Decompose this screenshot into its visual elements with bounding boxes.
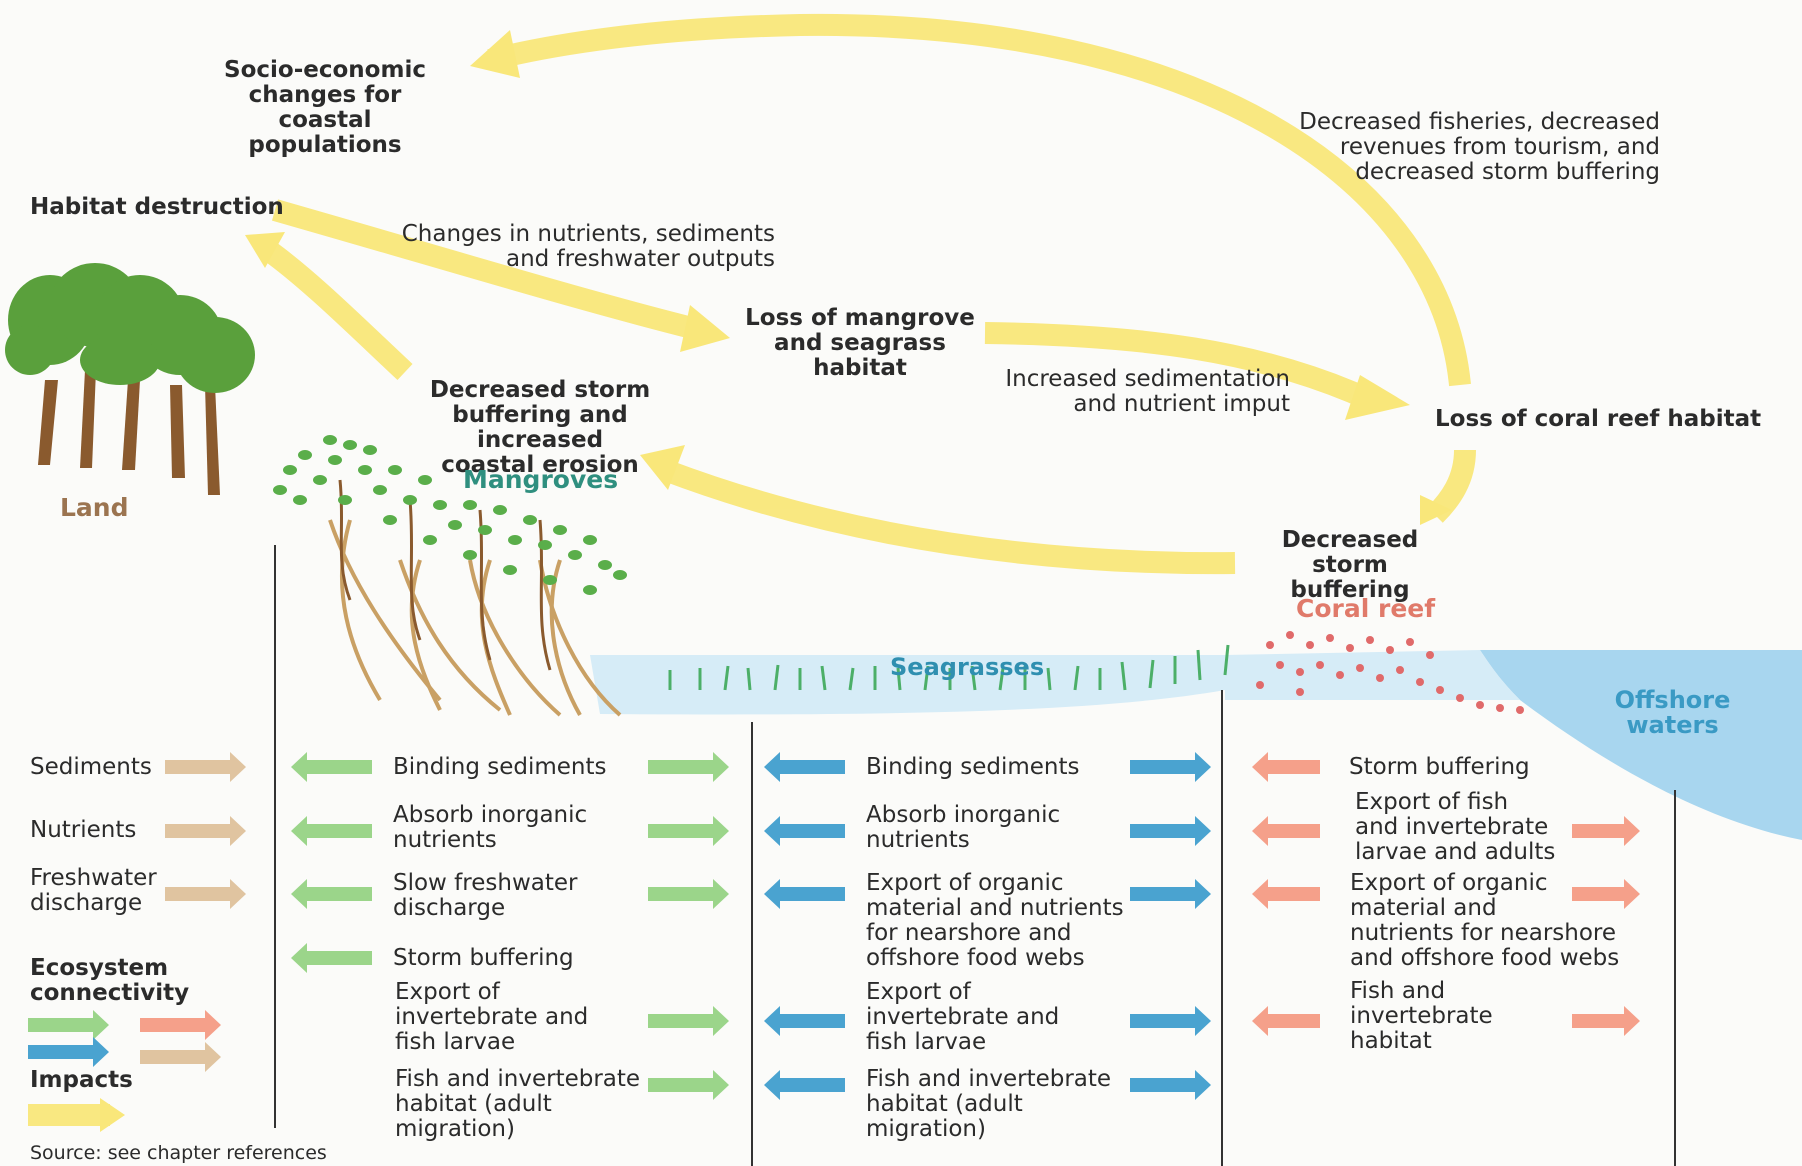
coral-water bbox=[1225, 650, 1520, 700]
zone-offshore: Offshore waters bbox=[1614, 686, 1731, 739]
label-socio-economic: Socio-economic changes for coastal popul… bbox=[224, 57, 426, 158]
mangrove-item: Absorb inorganic nutrients bbox=[393, 802, 588, 853]
source-note: Source: see chapter references bbox=[30, 1142, 327, 1164]
seagrass-blades bbox=[668, 644, 1230, 691]
offshore-water bbox=[1480, 650, 1802, 840]
land-trees bbox=[5, 263, 255, 495]
mangrove-arrows bbox=[28, 752, 729, 1100]
mangrove-item: Slow freshwater discharge bbox=[393, 870, 578, 921]
label-decreased-storm: Decreased storm buffering bbox=[1281, 527, 1419, 603]
land-item: Freshwater discharge bbox=[30, 865, 157, 916]
legend-ecosystem-title: Ecosystem connectivity bbox=[30, 955, 190, 1006]
seagrass-item: Fish and invertebrate habitat (adult mig… bbox=[866, 1066, 1112, 1142]
land-arrows bbox=[140, 752, 246, 1072]
arrow-to-habitat-destruction bbox=[261, 241, 413, 381]
mangrove-trees bbox=[273, 435, 627, 717]
seagrass-arrows bbox=[28, 752, 1211, 1100]
coral-item: Storm buffering bbox=[1349, 754, 1530, 780]
arrow-to-loss-coral bbox=[984, 322, 1375, 411]
label-decreased-fisheries: Decreased fisheries, decreased revenues … bbox=[1299, 109, 1660, 185]
label-decreased-storm-erosion: Decreased storm buffering and increased … bbox=[429, 377, 651, 478]
arrow-to-loss-mangrove bbox=[271, 199, 703, 341]
label-loss-mangrove: Loss of mangrove and seagrass habitat bbox=[745, 305, 975, 381]
seagrass-item: Export of invertebrate and fish larvae bbox=[866, 979, 1060, 1055]
land-item: Sediments bbox=[30, 754, 152, 780]
zone-seagrasses: Seagrasses bbox=[890, 653, 1045, 681]
seagrass-item: Binding sediments bbox=[866, 754, 1080, 780]
label-loss-coral: Loss of coral reef habitat bbox=[1435, 406, 1762, 432]
zone-coral-reef: Coral reef bbox=[1296, 594, 1436, 623]
zone-land: Land bbox=[60, 493, 129, 522]
seagrass-item: Export of organic material and nutrients… bbox=[866, 870, 1124, 971]
impact-arrowheads bbox=[100, 30, 1452, 1132]
zone-mangroves: Mangroves bbox=[463, 465, 619, 494]
legend-impacts-title: Impacts bbox=[30, 1067, 133, 1093]
label-changes-nutrients: Changes in nutrients, sediments and fres… bbox=[401, 221, 775, 272]
coral-marks bbox=[1256, 631, 1524, 714]
coral-item: Export of fish and invertebrate larvae a… bbox=[1355, 789, 1556, 865]
seagrass-item: Absorb inorganic nutrients bbox=[866, 802, 1061, 853]
mangrove-item: Export of invertebrate and fish larvae bbox=[395, 979, 589, 1055]
coral-arrows bbox=[140, 752, 1640, 1040]
coral-item: Export of organic material and nutrients… bbox=[1350, 870, 1620, 971]
label-increased-sedimentation: Increased sedimentation and nutrient imp… bbox=[1005, 366, 1290, 417]
land-item: Nutrients bbox=[30, 817, 137, 843]
label-habitat-destruction: Habitat destruction bbox=[30, 194, 284, 220]
mangrove-item: Storm buffering bbox=[393, 945, 574, 971]
coral-item: Fish and invertebrate habitat bbox=[1350, 978, 1493, 1054]
arrow-to-mangrove-erosion bbox=[661, 459, 1236, 575]
impact-arrows bbox=[28, 13, 1476, 1126]
column-separators bbox=[274, 545, 1676, 1166]
mangrove-item: Fish and invertebrate habitat (adult mig… bbox=[395, 1066, 641, 1142]
mangrove-item: Binding sediments bbox=[393, 754, 607, 780]
arrow-to-socio bbox=[487, 13, 1471, 387]
